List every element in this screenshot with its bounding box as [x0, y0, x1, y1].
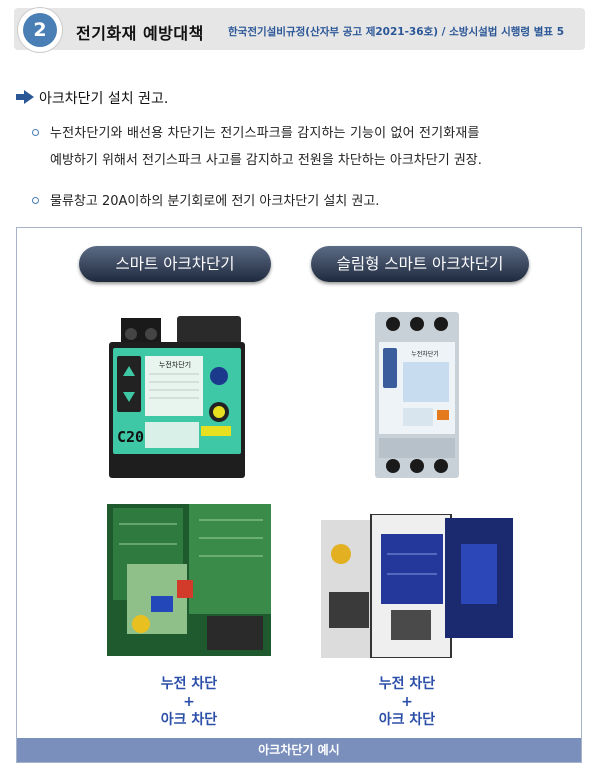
bullet-icon [32, 197, 39, 204]
right-label-plus: + [401, 694, 413, 710]
smart-arc-breaker-circuit-image [107, 504, 271, 656]
right-label-line-1: 누전 차단 [378, 676, 436, 692]
bullet-icon [32, 129, 39, 136]
bullet-1-line-2: 예방하기 위해서 전기스파크 사고를 감지하고 전원을 차단하는 아크차단기 권… [50, 153, 482, 168]
slim-device-face-label: 누전차단기 [411, 350, 439, 358]
smart-arc-breaker-image: 누전차단기 C20 [109, 316, 245, 478]
left-function-label: 누전 차단 + 아크 차단 [129, 675, 249, 729]
regulation-reference: 한국전기설비규정(산자부 공고 제2021-36호) / 소방시설법 시행령 별… [228, 26, 565, 38]
right-function-label: 누전 차단 + 아크 차단 [347, 675, 467, 729]
rating-label: C20 [117, 428, 144, 446]
section-number-badge: 2 [18, 8, 62, 52]
device-face-label: 누전차단기 [159, 360, 191, 369]
bullet-1-line-1: 누전차단기와 배선용 차단기는 전기스파크를 감지하는 기능이 없어 전기화재를 [50, 126, 480, 141]
smart-arc-breaker-title: 스마트 아크차단기 [79, 246, 271, 282]
bullet-item-2: 물류창고 20A이하의 분기회로에 전기 아크차단기 설치 권고. [32, 188, 584, 215]
page-title: 전기화재 예방대책 [76, 24, 204, 43]
bullet-2-line-1: 물류창고 20A이하의 분기회로에 전기 아크차단기 설치 권고. [50, 194, 380, 209]
left-label-line-1: 누전 차단 [160, 676, 218, 692]
figure-caption: 아크차단기 예시 [17, 738, 581, 762]
figure-box: 스마트 아크차단기 슬림형 스마트 아크차단기 누전차단기 C20 누전차단기 [16, 227, 582, 763]
left-label-plus: + [183, 694, 195, 710]
bullet-item-1: 누전차단기와 배선용 차단기는 전기스파크를 감지하는 기능이 없어 전기화재를… [32, 120, 584, 174]
slim-arc-breaker-image: 누전차단기 [375, 312, 459, 478]
slim-smart-arc-breaker-title: 슬림형 스마트 아크차단기 [311, 246, 529, 282]
slim-arc-breaker-circuit-image [321, 514, 513, 658]
header-bar [14, 8, 585, 50]
section-number: 2 [23, 13, 57, 47]
right-label-line-2: 아크 차단 [378, 712, 436, 728]
section-heading-text: 아크차단기 설치 권고. [39, 91, 169, 107]
section-heading: 아크차단기 설치 권고. [16, 88, 168, 108]
left-label-line-2: 아크 차단 [160, 712, 218, 728]
arrow-right-icon [16, 90, 34, 104]
